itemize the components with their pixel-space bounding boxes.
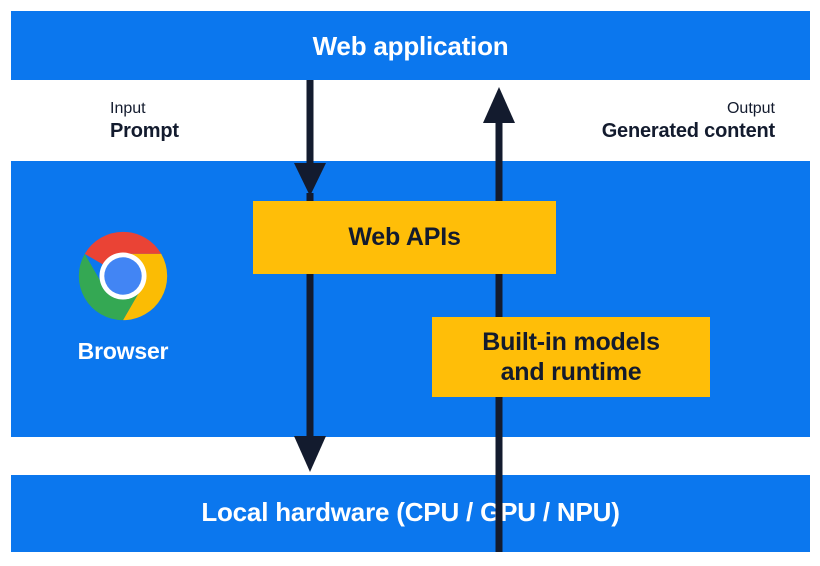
component-web-apis[interactable]: Web APIs [253, 201, 556, 274]
layer-local-hardware: Local hardware (CPU / GPU / NPU) [11, 475, 810, 552]
component-built-in-models-line1: Built-in models [482, 327, 660, 356]
flow-output-value: Generated content [601, 120, 776, 142]
component-web-apis-label: Web APIs [348, 223, 461, 252]
flow-input-value: Prompt [110, 120, 179, 142]
component-built-in-models-line2: and runtime [500, 358, 642, 386]
component-built-in-models-label: Built-in models and runtime [482, 327, 660, 388]
flow-label-input: Input Prompt [110, 99, 179, 144]
flow-output-kind: Output [726, 100, 775, 117]
flow-input-kind: Input [110, 100, 146, 117]
component-built-in-models[interactable]: Built-in models and runtime [432, 317, 710, 397]
browser-mark: Browser [50, 228, 196, 365]
layer-web-application: Web application [11, 11, 810, 80]
layer-browser-label: Browser [77, 338, 169, 364]
layer-local-hardware-label: Local hardware (CPU / GPU / NPU) [201, 497, 620, 527]
flow-label-output: Output Generated content [601, 99, 776, 144]
chrome-logo-icon [78, 231, 168, 321]
layer-web-application-label: Web application [312, 31, 509, 61]
